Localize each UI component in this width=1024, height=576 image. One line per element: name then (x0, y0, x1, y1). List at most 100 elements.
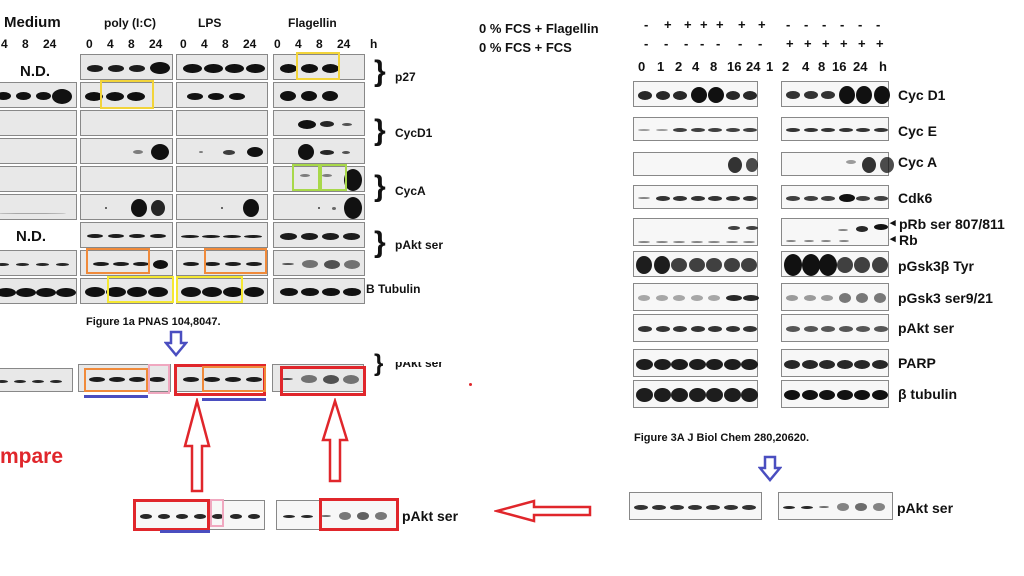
timepoint-label: 16 (832, 59, 847, 74)
band (838, 194, 855, 202)
band (151, 144, 169, 160)
band (655, 195, 670, 201)
band (301, 232, 318, 240)
band (14, 379, 26, 383)
figure1-caption: Figure 1a PNAS 104,8047. (86, 316, 221, 328)
treatment-sign: - (876, 17, 881, 32)
band (708, 326, 722, 332)
band (873, 503, 885, 511)
timepoint-label: 0 (274, 37, 281, 51)
blot-panel (176, 250, 268, 276)
blot-panel (80, 82, 173, 108)
band (158, 513, 170, 519)
timepoint-label: 2 (675, 59, 683, 74)
row-label-cyca: CycA (395, 184, 426, 198)
timepoint-label: 24 (853, 59, 868, 74)
underline-blue (84, 395, 148, 398)
band (743, 295, 759, 301)
blot-panel (781, 185, 889, 209)
band (784, 390, 800, 400)
band (803, 91, 818, 99)
row-label: PARP (898, 355, 936, 371)
band (838, 293, 851, 303)
band (708, 295, 720, 301)
blot-panel (176, 222, 268, 248)
band (225, 262, 241, 266)
band (280, 91, 296, 101)
band (871, 359, 888, 369)
row-label: Cyc E (898, 123, 937, 139)
highlight-box-pink (210, 499, 224, 527)
band (706, 258, 722, 272)
blot-panel (80, 54, 173, 80)
band (723, 358, 741, 370)
band (856, 293, 868, 303)
band (181, 234, 199, 238)
underline-blue (202, 398, 266, 401)
treatment-sign: - (644, 36, 649, 51)
band (204, 262, 220, 266)
band (223, 149, 235, 155)
band (690, 241, 703, 243)
blot-panel (0, 110, 77, 136)
treatment-sign: + (738, 17, 746, 32)
band (246, 63, 265, 73)
down-arrow-icon (164, 330, 188, 357)
band (280, 232, 297, 240)
band (129, 376, 145, 382)
band (300, 173, 310, 177)
blot-panel (0, 138, 77, 164)
treatment-sign: + (664, 17, 672, 32)
treatment-sign: + (684, 17, 692, 32)
pointer-arrow-icon: ◂ (890, 233, 896, 245)
band (653, 256, 670, 274)
band (113, 262, 129, 266)
treatment-sign: - (786, 17, 791, 32)
band (821, 128, 835, 132)
band (0, 212, 66, 214)
band (283, 514, 295, 518)
band (801, 359, 818, 369)
row-label: pRb ser 807/811 (899, 216, 1005, 232)
blot-panel (781, 117, 889, 141)
band (151, 200, 165, 216)
band (836, 257, 853, 273)
blot-panel (273, 194, 365, 220)
highlight-box-orange (204, 248, 267, 274)
band (298, 144, 314, 160)
band (202, 287, 222, 297)
band (743, 128, 757, 132)
timepoint-label: 4 (692, 59, 700, 74)
blot-panel (633, 218, 758, 246)
band (655, 90, 670, 100)
band (655, 241, 668, 243)
band (636, 358, 653, 370)
row-label-cycd1: CycD1 (395, 126, 433, 140)
band (741, 258, 757, 272)
band (655, 129, 668, 131)
band (339, 512, 351, 520)
blot-panel (633, 185, 758, 209)
band (322, 63, 339, 73)
band (742, 504, 756, 510)
band (836, 359, 853, 369)
band (673, 195, 687, 201)
time-unit-label: h (879, 59, 887, 74)
band (36, 92, 51, 100)
highlight-box-red (280, 366, 366, 396)
timepoint-label: 24 (243, 37, 257, 51)
blot-panel (133, 500, 265, 530)
band (706, 504, 720, 510)
blot-panel (781, 218, 889, 246)
down-arrow-icon (758, 455, 782, 482)
band (871, 257, 888, 273)
band (16, 262, 29, 266)
band (230, 513, 242, 519)
band (801, 254, 820, 276)
band (204, 63, 223, 73)
timepoint-label: 4 (201, 37, 208, 51)
band (862, 157, 876, 173)
band (248, 513, 260, 519)
band (821, 240, 831, 242)
band (638, 241, 650, 243)
